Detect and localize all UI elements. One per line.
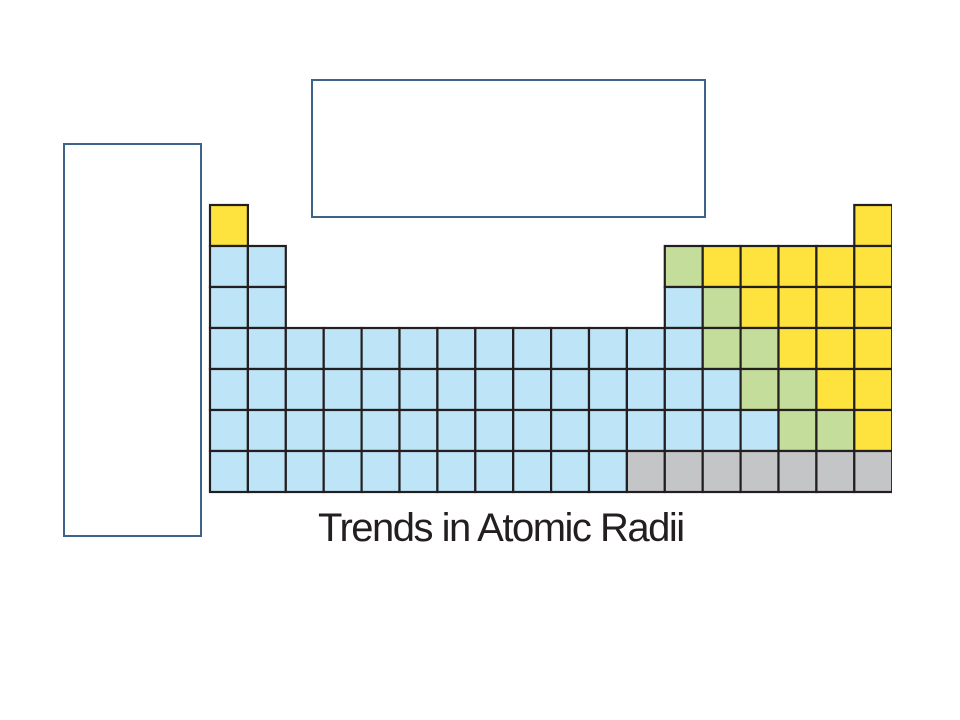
- element-cell-blue: [550, 408, 591, 453]
- element-cell-blue: [663, 367, 704, 412]
- element-cell-blue: [398, 326, 439, 371]
- element-cell-blue: [360, 408, 401, 453]
- element-cell-blue: [322, 326, 363, 371]
- element-cell-blue: [284, 449, 325, 494]
- element-cell-blue: [398, 449, 439, 494]
- element-cell-blue: [246, 326, 287, 371]
- element-cell-blue: [436, 408, 477, 453]
- element-cell-blue: [587, 367, 629, 412]
- element-cell-yellow: [853, 326, 892, 371]
- element-cell-gray: [777, 449, 818, 494]
- element-cell-green: [739, 367, 780, 412]
- element-cell-blue: [436, 449, 477, 494]
- element-cell-blue: [360, 367, 401, 412]
- answer-box-top[interactable]: [311, 79, 706, 218]
- element-cell-blue: [246, 367, 287, 412]
- element-cell-yellow: [815, 285, 856, 330]
- element-cell-blue: [512, 408, 553, 453]
- element-cell-blue: [550, 326, 591, 371]
- answer-box-left[interactable]: [63, 143, 202, 537]
- element-cell-blue: [322, 408, 363, 453]
- element-cell-yellow: [853, 244, 892, 289]
- element-cell-blue: [474, 449, 515, 494]
- element-cell-blue: [663, 285, 704, 330]
- element-cell-green: [777, 367, 818, 412]
- element-cell-gray: [701, 449, 742, 494]
- element-cell-blue: [625, 326, 666, 371]
- element-cell-blue: [208, 285, 250, 330]
- element-cell-green: [739, 326, 780, 371]
- element-cell-blue: [512, 449, 553, 494]
- element-cell-blue: [663, 408, 704, 453]
- element-cell-blue: [322, 449, 363, 494]
- diagram-caption: Trends in Atomic Radii: [318, 506, 685, 550]
- element-cell-blue: [398, 408, 439, 453]
- element-cell-yellow: [853, 203, 892, 248]
- element-cell-gray: [663, 449, 704, 494]
- element-cell-blue: [246, 408, 287, 453]
- element-cell-green: [815, 408, 856, 453]
- element-cell-blue: [284, 408, 325, 453]
- element-cell-gray: [739, 449, 780, 494]
- element-cell-yellow: [777, 285, 818, 330]
- element-cell-gray: [815, 449, 856, 494]
- element-cell-blue: [701, 367, 742, 412]
- element-cell-blue: [663, 326, 704, 371]
- element-cell-blue: [587, 449, 629, 494]
- element-cell-blue: [512, 326, 553, 371]
- element-cell-blue: [436, 367, 477, 412]
- element-cell-blue: [474, 326, 515, 371]
- element-cell-yellow: [701, 244, 742, 289]
- element-cell-yellow: [853, 367, 892, 412]
- element-cell-blue: [246, 449, 287, 494]
- element-cell-blue: [474, 408, 515, 453]
- element-cell-blue: [208, 449, 250, 494]
- element-cell-blue: [625, 408, 666, 453]
- element-cell-green: [663, 244, 704, 289]
- element-cell-yellow: [739, 285, 780, 330]
- element-cell-yellow: [853, 285, 892, 330]
- element-cell-green: [777, 408, 818, 453]
- element-cell-yellow: [208, 203, 250, 248]
- element-cell-blue: [246, 244, 287, 289]
- periodic-table-grid: [208, 203, 892, 495]
- element-cell-blue: [625, 367, 666, 412]
- element-cell-blue: [284, 367, 325, 412]
- element-cell-blue: [246, 285, 287, 330]
- element-cell-yellow: [853, 408, 892, 453]
- element-cell-yellow: [777, 326, 818, 371]
- element-cell-blue: [208, 408, 250, 453]
- element-cell-yellow: [815, 367, 856, 412]
- element-cell-green: [701, 326, 742, 371]
- element-cell-blue: [398, 367, 439, 412]
- periodic-table-svg: [208, 203, 892, 494]
- element-cell-blue: [208, 326, 250, 371]
- element-cell-yellow: [739, 244, 780, 289]
- element-cell-yellow: [777, 244, 818, 289]
- element-cell-blue: [208, 367, 250, 412]
- element-cell-blue: [284, 326, 325, 371]
- element-cell-yellow: [815, 244, 856, 289]
- element-cell-green: [701, 285, 742, 330]
- element-cell-blue: [739, 408, 780, 453]
- element-cell-blue: [550, 367, 591, 412]
- element-cell-blue: [587, 326, 629, 371]
- element-cell-gray: [853, 449, 892, 494]
- element-cell-blue: [322, 367, 363, 412]
- element-cell-blue: [512, 367, 553, 412]
- element-cell-blue: [474, 367, 515, 412]
- element-cell-blue: [701, 408, 742, 453]
- element-cell-blue: [360, 449, 401, 494]
- element-cell-gray: [625, 449, 666, 494]
- element-cell-blue: [587, 408, 629, 453]
- element-cell-blue: [208, 244, 250, 289]
- element-cell-blue: [550, 449, 591, 494]
- element-cell-blue: [436, 326, 477, 371]
- element-cell-blue: [360, 326, 401, 371]
- element-cell-yellow: [815, 326, 856, 371]
